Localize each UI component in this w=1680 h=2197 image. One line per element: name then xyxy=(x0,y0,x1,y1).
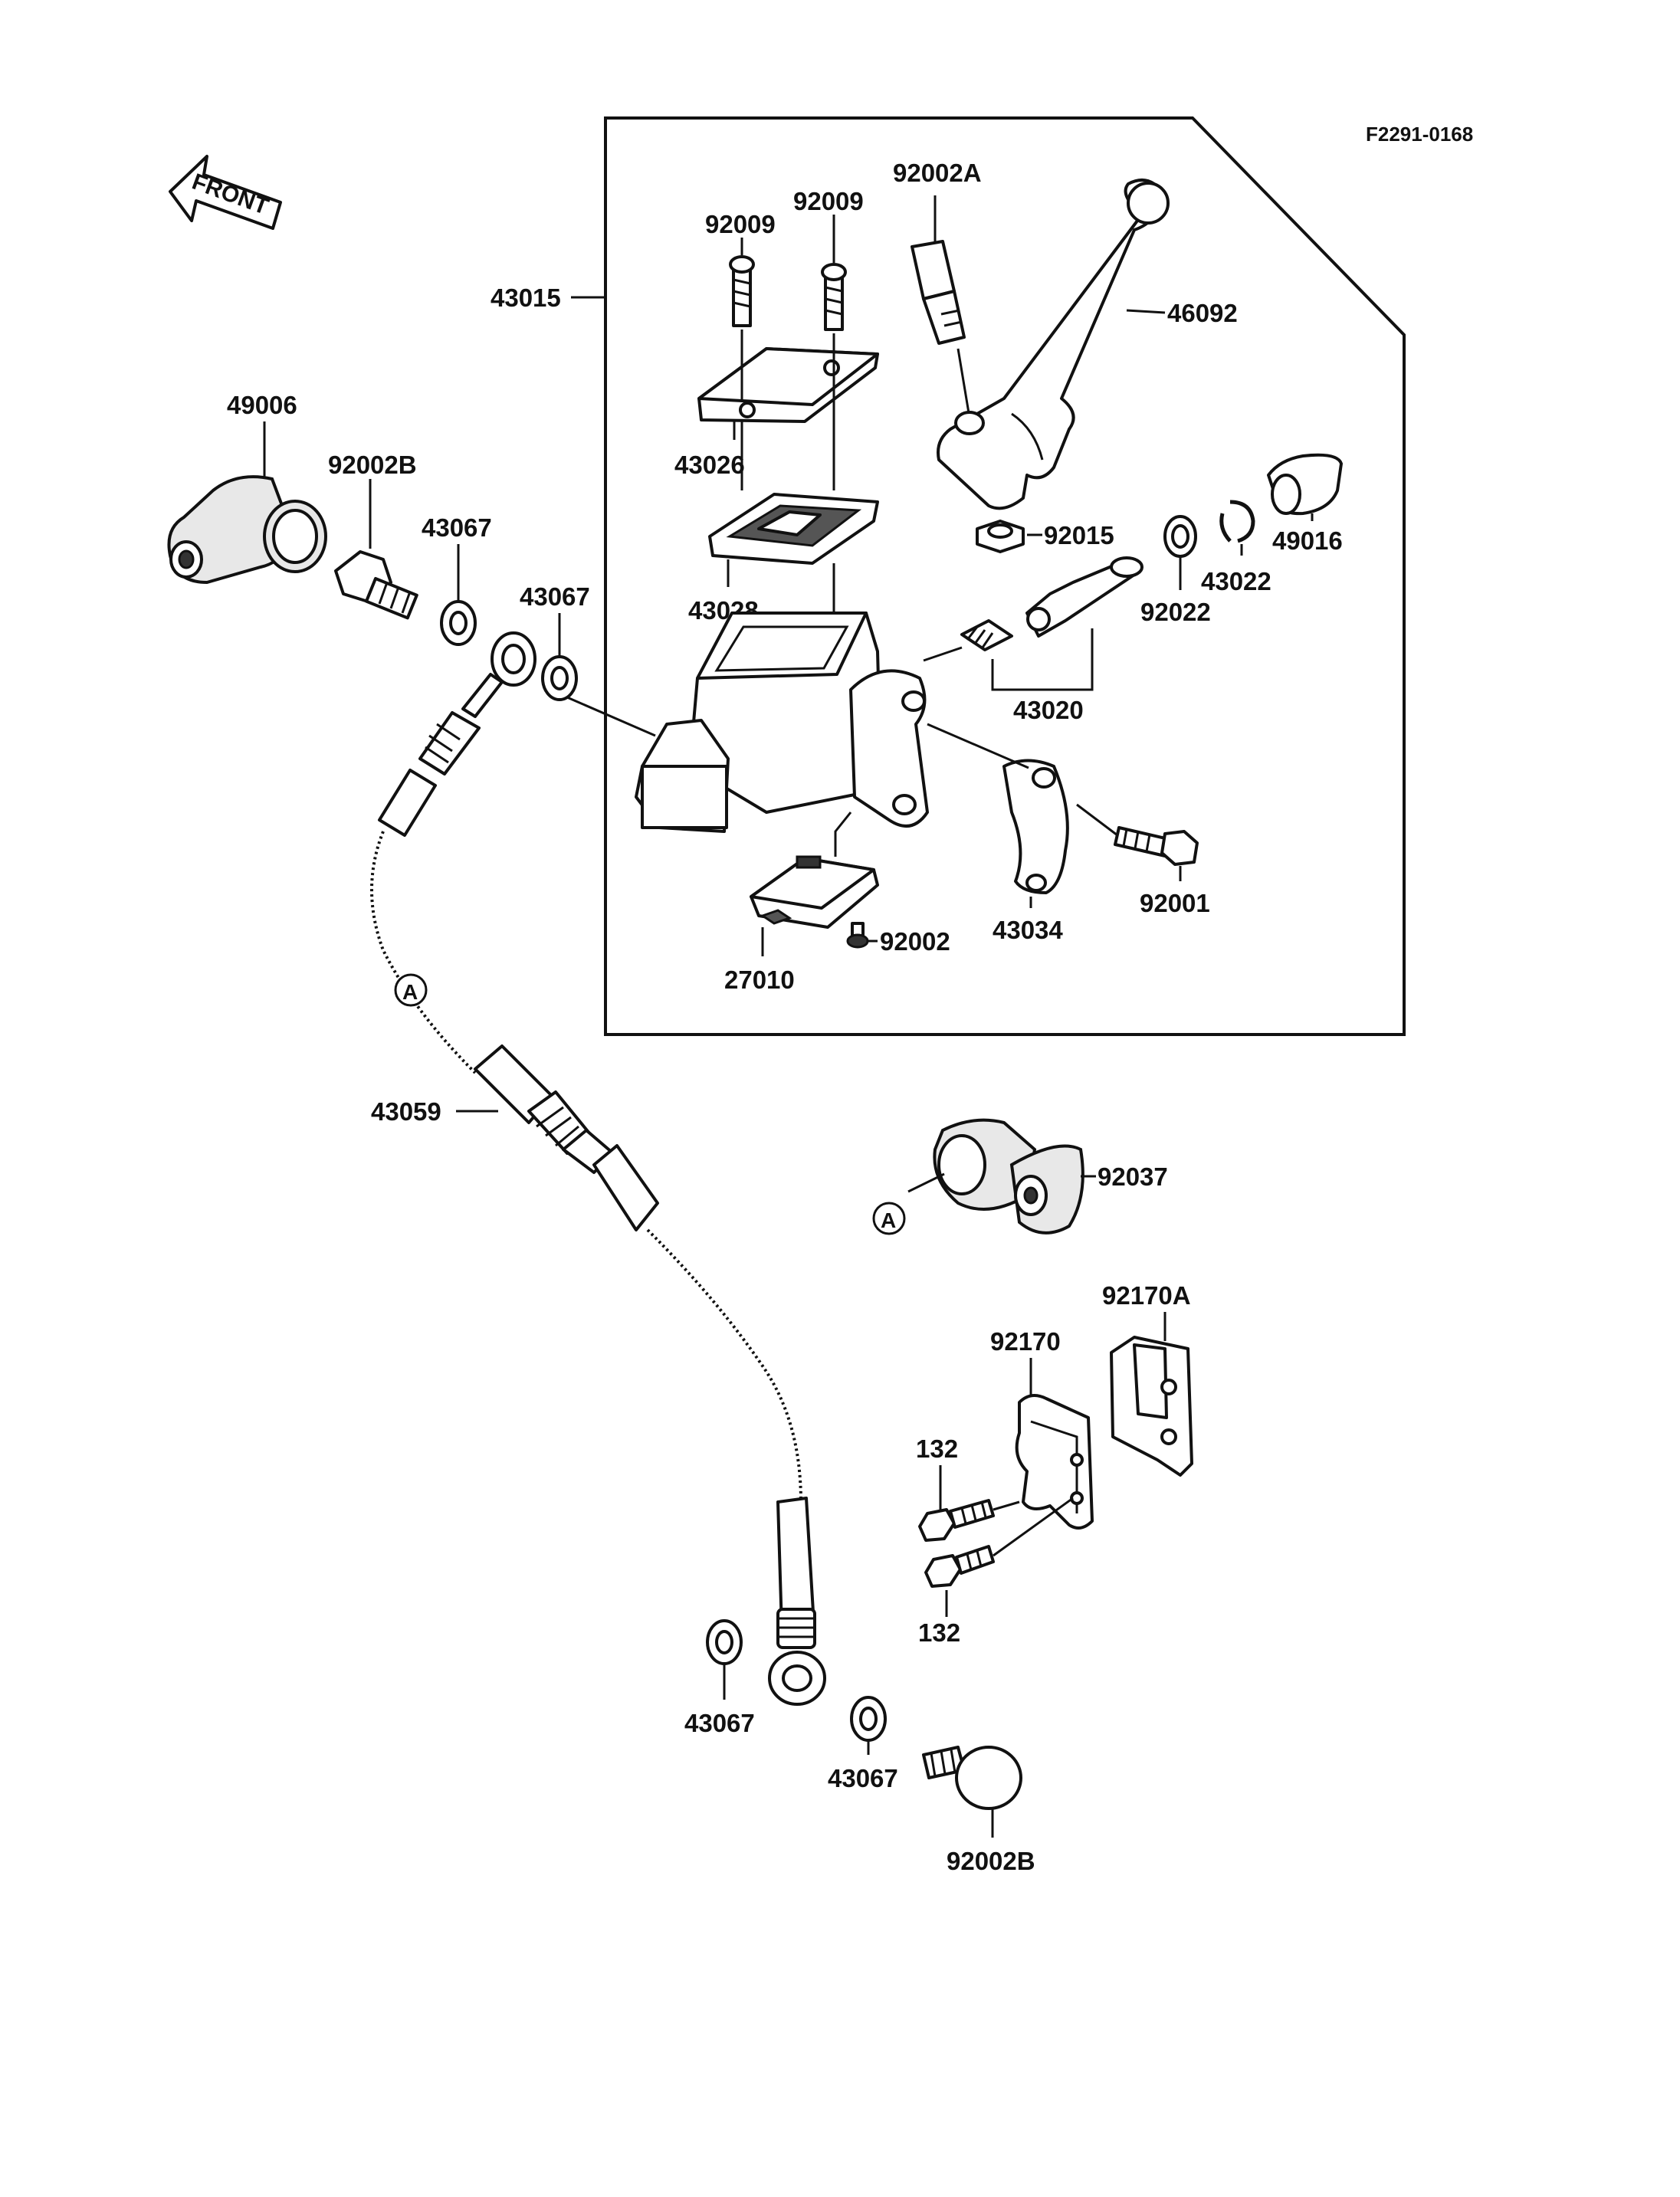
label-49006: 49006 xyxy=(227,391,297,419)
holder-43034 xyxy=(1002,759,1069,894)
label-92001: 92001 xyxy=(1140,889,1210,917)
gasket-43067-top-2 xyxy=(541,655,578,701)
label-92002B-top: 92002B xyxy=(328,451,417,479)
label-43067-bottom-2: 43067 xyxy=(828,1764,898,1792)
label-92002A: 92002A xyxy=(893,159,982,187)
label-43026: 43026 xyxy=(674,451,745,479)
front-arrow-icon: FRONT xyxy=(169,155,282,230)
label-92022: 92022 xyxy=(1140,598,1211,626)
callout-a-clamp: A xyxy=(872,1202,906,1235)
label-43034: 43034 xyxy=(993,916,1063,944)
callout-a-hose: A xyxy=(394,973,428,1007)
screw-92002 xyxy=(846,922,869,949)
cover-49006 xyxy=(167,475,327,585)
clamp-92037 xyxy=(933,1118,1084,1235)
label-92170A: 92170A xyxy=(1102,1281,1191,1310)
brake-hose-43059 xyxy=(370,631,826,1706)
gasket-43067-bottom-1 xyxy=(706,1619,743,1665)
gasket-43067-bottom-2 xyxy=(850,1696,887,1742)
bracket-92170A xyxy=(1110,1336,1193,1477)
bolt-92002A xyxy=(911,240,966,345)
switch-27010 xyxy=(750,855,879,929)
label-92002B-bottom: 92002B xyxy=(947,1847,1035,1875)
piston-set-43020 xyxy=(960,556,1144,651)
label-27010: 27010 xyxy=(724,966,795,994)
diaphragm-43028 xyxy=(708,493,879,565)
circlip-43022 xyxy=(1219,500,1255,543)
label-46092: 46092 xyxy=(1167,299,1238,327)
bolt-92001 xyxy=(1114,826,1199,866)
label-43067-bottom-1: 43067 xyxy=(684,1709,755,1737)
label-43067-top-2: 43067 xyxy=(520,582,590,611)
label-49016: 49016 xyxy=(1272,526,1343,555)
label-43020: 43020 xyxy=(1013,696,1084,724)
brake-lever-46092 xyxy=(937,179,1170,510)
label-92015: 92015 xyxy=(1044,521,1114,549)
banjo-bolt-92002B-top xyxy=(334,550,418,620)
label-132-top: 132 xyxy=(916,1435,958,1463)
master-cylinder-body xyxy=(635,612,929,833)
bolt-132-bottom xyxy=(924,1545,995,1588)
label-92009-b: 92009 xyxy=(793,187,864,215)
label-43015: 43015 xyxy=(491,284,561,312)
label-43067-top-1: 43067 xyxy=(422,513,492,542)
washer-92022 xyxy=(1163,515,1197,558)
bracket-92170 xyxy=(1015,1394,1094,1530)
boot-49016 xyxy=(1267,453,1343,516)
screw-92009-a xyxy=(729,255,755,327)
label-92009-a: 92009 xyxy=(705,210,776,238)
assembly-frame xyxy=(604,116,1406,1036)
callout-a-clamp-letter: A xyxy=(881,1208,896,1232)
callout-a-hose-letter: A xyxy=(402,980,418,1004)
nut-92015 xyxy=(976,520,1025,553)
bolt-132-top xyxy=(918,1499,995,1542)
banjo-bolt-92002B-bottom xyxy=(922,1746,1022,1810)
label-132-bottom: 132 xyxy=(918,1618,960,1647)
diagram-code: F2291-0168 xyxy=(1366,123,1473,146)
label-92002: 92002 xyxy=(880,927,950,956)
label-43059: 43059 xyxy=(371,1097,441,1126)
screw-92009-b xyxy=(821,263,847,331)
label-43022: 43022 xyxy=(1201,567,1271,595)
label-92170: 92170 xyxy=(990,1327,1061,1356)
reservoir-cap-43026 xyxy=(697,347,879,423)
gasket-43067-top-1 xyxy=(440,600,477,646)
label-92037: 92037 xyxy=(1098,1162,1168,1191)
